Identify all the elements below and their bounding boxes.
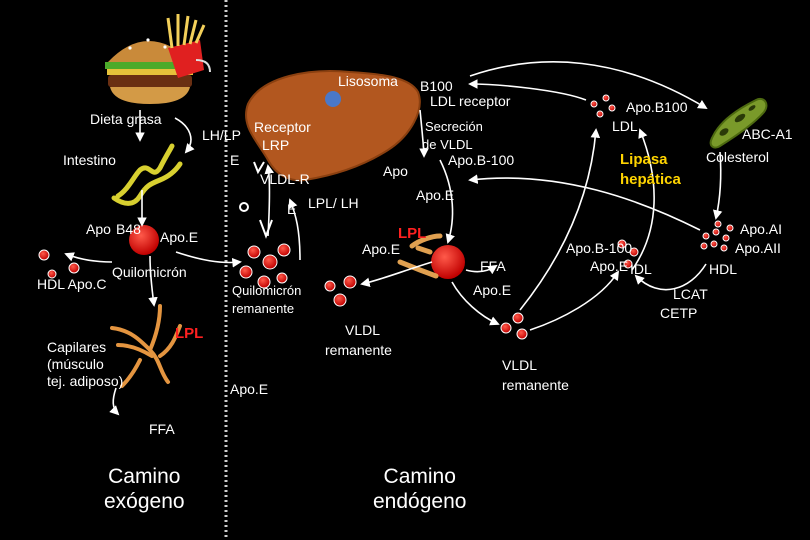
label-hdl: HDL (709, 262, 737, 277)
label-lisosoma: Lisosoma (338, 74, 398, 89)
label-quilomicron-rem-1: Quilomicrón (232, 284, 301, 298)
label-apo-small: Apo (383, 164, 408, 179)
label-apoai: Apo.AI (740, 222, 782, 237)
label-colesterol: Colesterol (706, 150, 769, 165)
label-lipasa-1: Lipasa (620, 152, 668, 168)
label-lcat: LCAT (673, 287, 708, 302)
arrow-hdl-exchange (66, 254, 112, 262)
label-apoe-bottom: Apo.E (230, 382, 268, 397)
label-quilomicron-rem-2: remanente (232, 302, 294, 316)
label-apoe-center: Apo.E (362, 242, 400, 257)
arrow-remnant-idl (530, 272, 618, 330)
label-lpl-center: LPL (398, 226, 426, 242)
label-vldl-rem-right-2: remanente (502, 378, 569, 393)
label-e-vldlr: E (287, 202, 296, 217)
label-apoe-right: Apo.E (473, 283, 511, 298)
label-lpl-cap: LPL (175, 326, 203, 342)
label-receptor: Receptor (254, 120, 311, 135)
label-idl: IDL (630, 262, 652, 277)
label-camino-endogeno: Camino endógeno (373, 464, 466, 514)
label-apob100-idl: Apo.B-100 (566, 241, 632, 256)
label-intestino: Intestino (63, 153, 116, 168)
arrow-capillaries-ffa (113, 388, 118, 414)
label-b100-top: B100 (420, 79, 453, 94)
label-ldl-top: LDL (612, 119, 638, 134)
label-cetp: CETP (660, 306, 697, 321)
label-apoe-idl: Apo.E (590, 259, 628, 274)
label-quilomicron: Quilomicrón (112, 265, 187, 280)
arrow-chylo-remnant (176, 252, 240, 263)
label-ldl-receptor: LDL receptor (430, 94, 510, 109)
vldl-remnant-particles-right (501, 313, 527, 339)
label-dieta-grasa: Dieta grasa (90, 112, 162, 127)
label-vldl-rem-center-2: remanente (325, 343, 392, 358)
label-e-left: E (230, 153, 239, 168)
lisosoma-dot (325, 91, 341, 107)
label-lrp: LRP (262, 138, 289, 153)
label-vldl-rem-right-1: VLDL (502, 358, 537, 373)
label-ffa-bottom: FFA (149, 422, 175, 437)
label-apob100-ldl-top: Apo.B100 (626, 100, 688, 115)
hdl-particles (701, 221, 733, 251)
ldl-particles-top (591, 95, 615, 117)
label-camino-exogeno: Camino exógeno (104, 464, 185, 514)
label-vldl-r: VLDL-R (260, 172, 310, 187)
label-abc-a1: ABC-A1 (742, 127, 793, 142)
label-apob48-apo: Apo (86, 222, 111, 237)
label-de-vldl: de VLDL (422, 138, 473, 152)
label-apob100-mid: Apo.B-100 (448, 153, 514, 168)
label-lipasa-2: hepática (620, 172, 681, 188)
label-vldl-rem-center-1: VLDL (345, 323, 380, 338)
arrow-remnant-ldl (520, 130, 596, 310)
label-apoe-mid: Apo.E (416, 188, 454, 203)
label-capilares: Capilares (músculo tej. adiposo) (47, 339, 123, 389)
intestine-icon (114, 146, 180, 203)
label-apoaii: Apo.AII (735, 241, 781, 256)
label-hdl-apoc: HDL Apo.C (37, 277, 107, 292)
label-apoe-chylo: Apo.E (160, 230, 198, 245)
label-lh-lp: LH/LP (202, 128, 241, 143)
vldl-remnant-particles-center (325, 276, 356, 306)
label-apob48-num: B48 (116, 222, 141, 237)
label-lpl-lh: LPL/ LH (308, 196, 359, 211)
label-secrecion: Secreción (425, 120, 483, 134)
label-ffa-right: FFA (480, 259, 506, 274)
chylomicron-remnant-particles (240, 244, 290, 288)
arrow-diet-intestine-2 (175, 118, 191, 152)
small-particles-left (39, 250, 79, 278)
